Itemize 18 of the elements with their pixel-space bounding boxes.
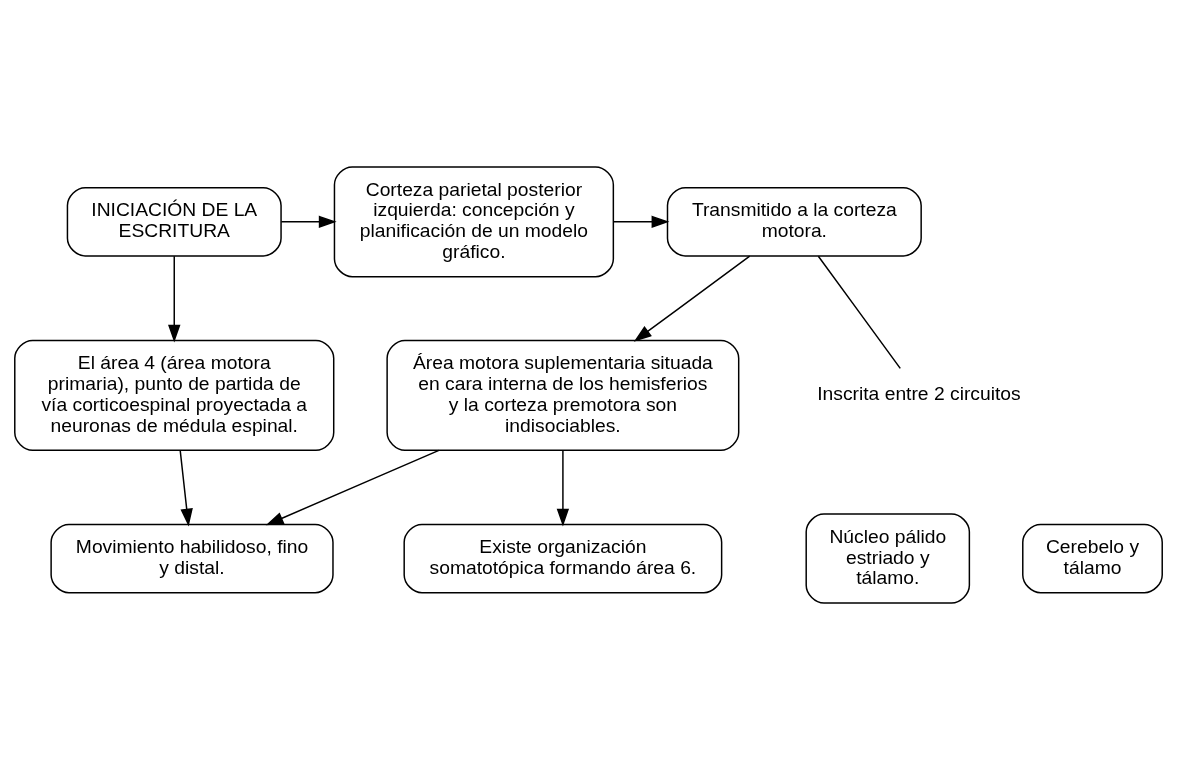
node-box: Área motora suplementaria situada en cara interna de los hemisferios y la corteza premotora son indisociables. [386, 339, 740, 451]
node-box: INICIACIÓN DE LA ESCRITURA [66, 186, 282, 257]
node-box: Corteza parietal posterior izquierda: concepción y planificación de un modelo gráfico. [333, 166, 615, 278]
node-box: Transmitido a la corteza motora. [666, 186, 922, 257]
arrow [265, 449, 440, 526]
node-box: Núcleo pálido estriado y tálamo. [805, 513, 971, 604]
arrow [633, 255, 751, 342]
node-box: El área 4 (área motora primaria), punto de partida de vía corticoespinal proyectada a neuronas de médula espinal. [14, 339, 335, 451]
arrow [612, 215, 670, 229]
node-box: Movimiento habilidoso, fino y distal. [50, 523, 334, 594]
connector [817, 255, 901, 370]
arrow [168, 255, 181, 343]
node-text: Inscrita entre 2 circuitos [817, 383, 1021, 405]
node-box: Cerebelo y tálamo [1022, 523, 1163, 594]
arrow [280, 215, 337, 229]
node-box: Existe organización somatotópica formando área 6. [403, 523, 723, 594]
arrow [179, 449, 193, 527]
arrow [556, 449, 570, 527]
